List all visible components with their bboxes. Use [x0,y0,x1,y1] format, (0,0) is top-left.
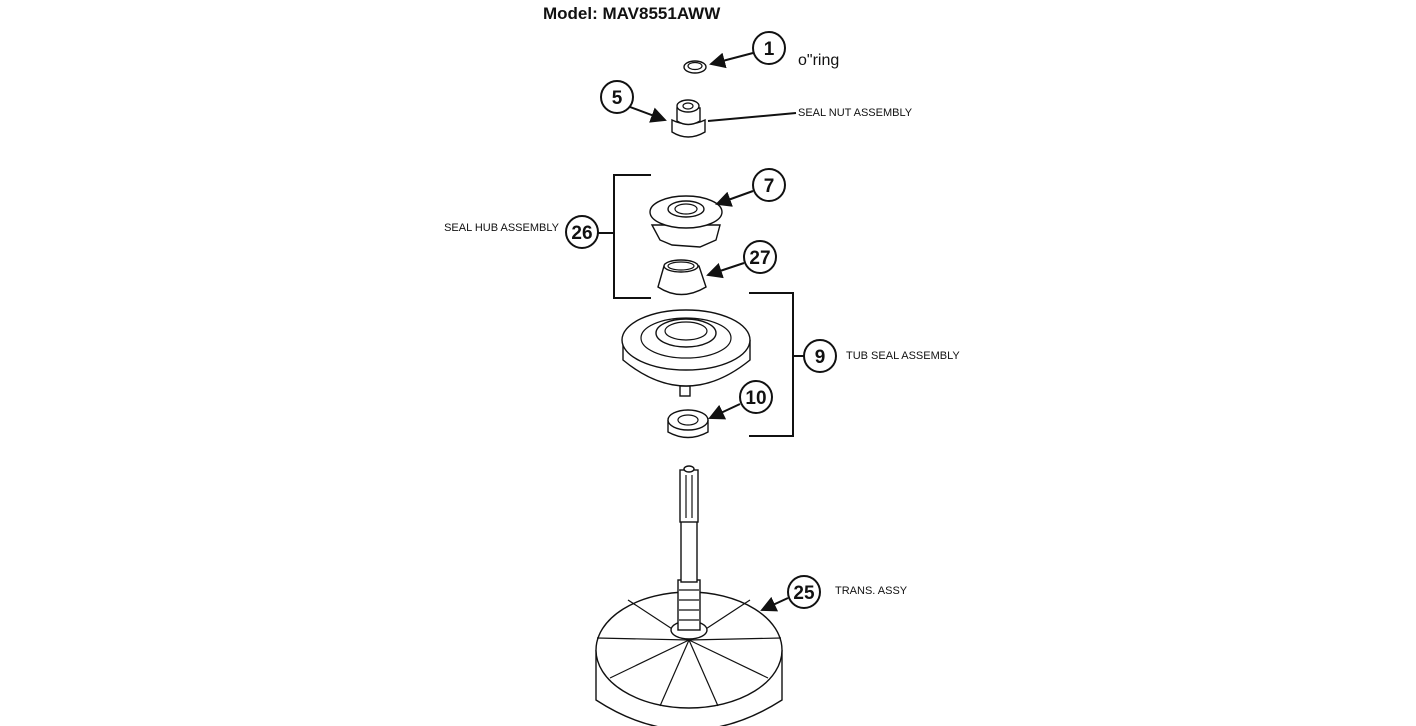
part-o-ring[interactable] [683,60,707,74]
callout-27-number: 27 [749,248,770,269]
callout-10[interactable]: 10 [739,380,773,414]
leader-5 [629,106,667,123]
leader-25 [760,596,789,612]
leader-1 [709,52,754,69]
label-trans-assy: TRANS. ASSY [835,585,908,597]
model-title: Model: MAV8551AWW [543,4,721,23]
callout-7[interactable]: 7 [752,168,786,202]
callout-26[interactable]: 26 [565,215,599,249]
leader-10 [708,403,741,420]
callout-10-number: 10 [745,388,766,409]
callout-25-number: 25 [793,583,815,604]
leader-27 [706,262,745,279]
part-seal-hub[interactable] [649,195,723,248]
label-seal-nut-assembly: SEAL NUT ASSEMBLY [798,107,913,119]
bracket-tub-seal [749,292,794,437]
callout-1[interactable]: 1 [752,31,786,65]
part-seal-nut[interactable] [671,99,706,138]
leader-7 [715,190,754,207]
part-bearing[interactable] [667,409,709,439]
callout-9[interactable]: 9 [803,339,837,373]
label-seal-hub-assembly: SEAL HUB ASSEMBLY [444,222,560,234]
callout-27[interactable]: 27 [743,240,777,274]
callout-5[interactable]: 5 [600,80,634,114]
callout-7-number: 7 [764,176,775,197]
callout-5-number: 5 [612,88,623,109]
bracket-seal-hub [613,174,651,299]
leader-seal-nut [707,112,797,122]
part-tub-seal-flange[interactable] [621,309,751,397]
part-cone-seal[interactable] [657,259,707,296]
part-transmission[interactable] [595,465,783,726]
callout-9-number: 9 [815,347,826,368]
label-tub-seal-assembly: TUB SEAL ASSEMBLY [846,350,960,362]
callout-25[interactable]: 25 [787,575,821,609]
callout-26-number: 26 [571,223,592,244]
label-o-ring: o"ring [798,52,839,69]
callout-1-number: 1 [764,39,775,60]
